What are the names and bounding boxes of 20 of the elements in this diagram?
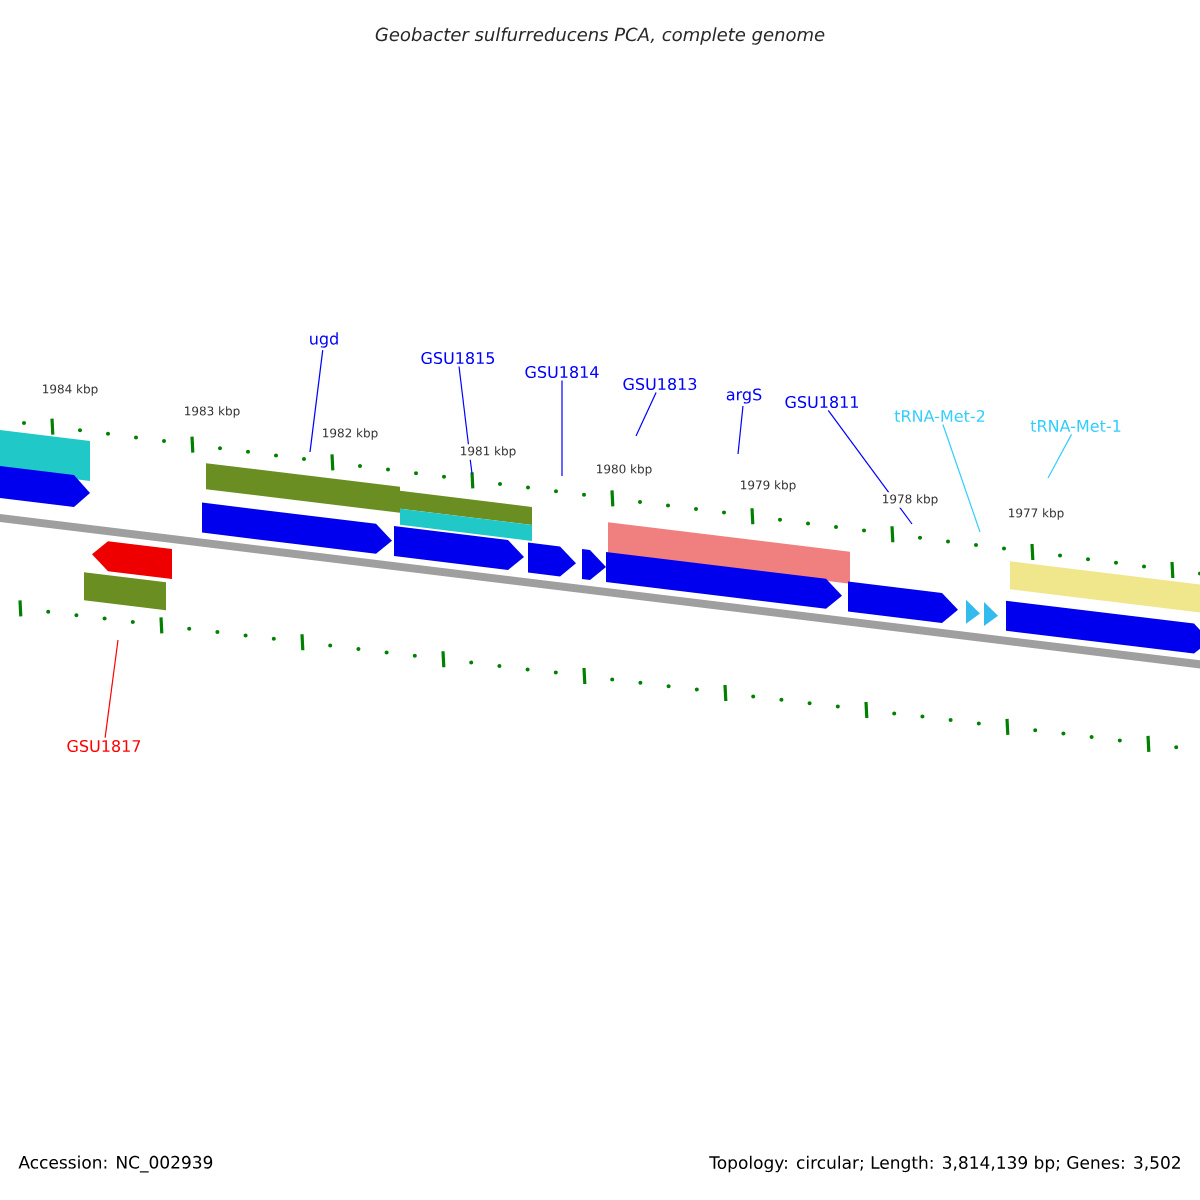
title: Geobacter sulfurreducens PCA, complete genome [375,27,825,45]
accession-text: Accession: NC_002939 [18,1155,213,1173]
gene-label: GSU1817 [67,739,141,753]
leader-line [104,639,119,739]
gene-label: GSU1814 [525,365,599,379]
leader-line [561,379,563,477]
gene-label: GSU1815 [421,351,495,365]
leader-line [309,349,324,453]
gene-label: argS [726,388,762,404]
gene-label: tRNA-Met-1 [1030,420,1121,432]
leader-line [635,391,657,437]
genome-info-text: Topology: circular; Length: 3,814,139 bp; Genes: 3,502 [709,1155,1180,1173]
leader-line [942,423,981,533]
gene-label: tRNA-Met-2 [894,409,985,423]
leader-line [1047,433,1073,479]
gene-label: GSU1813 [623,377,697,391]
leader-line [827,409,913,525]
leader-line [737,405,744,455]
gene-label: ugd [310,332,338,348]
gene-label: GSU1811 [785,395,858,409]
